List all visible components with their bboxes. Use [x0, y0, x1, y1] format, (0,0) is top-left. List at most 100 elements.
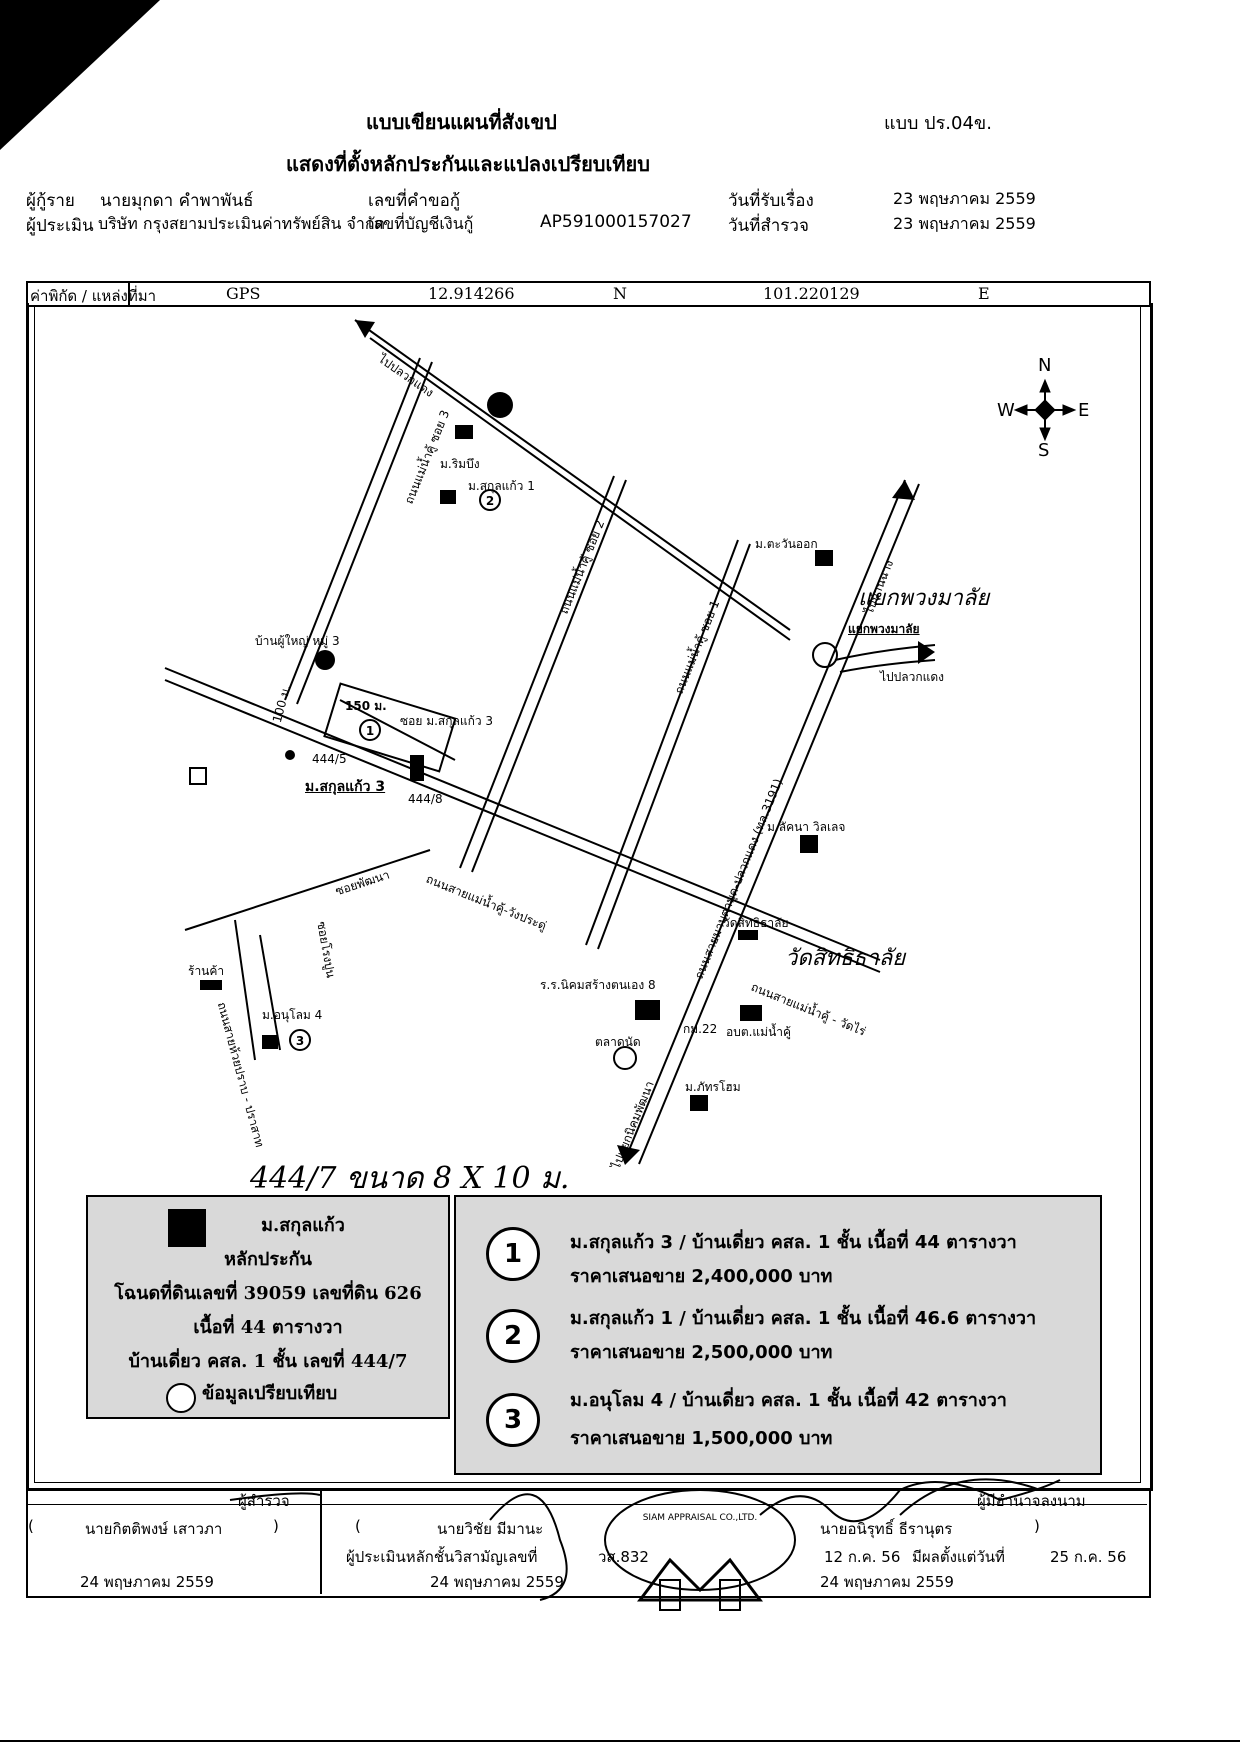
comp-1-line2: ราคาเสนอขาย 2,400,000 บาท: [570, 1266, 833, 1287]
comp-1-line1: ม.สกุลแก้ว 3 / บ้านเดี่ยว คสล. 1 ชั้น เน…: [570, 1232, 1017, 1253]
house-icon-phatra: [690, 1095, 708, 1111]
coord-lat: 12.914266: [428, 284, 515, 303]
label-plot-444-5: 444/5: [312, 752, 347, 766]
survey-date: 23 พฤษภาคม 2559: [893, 214, 1036, 233]
house-icon-anulohm: [262, 1035, 278, 1049]
scan-corner-mark: [0, 0, 160, 150]
request-no-label: เลขที่คำขอกู้: [368, 191, 461, 211]
compass-w: W: [997, 400, 1015, 421]
marker-100m: [285, 750, 295, 760]
compass-e: E: [1078, 400, 1090, 421]
handwritten-junction: แยกพวงมาลัย: [858, 586, 990, 611]
received-date-label: วันที่รับเรื่อง: [728, 191, 814, 211]
label-soi-sakul3: ซอย ม.สกุลแก้ว 3: [400, 714, 494, 728]
comp3-map-label: 3: [296, 1034, 304, 1048]
signer-name: นายอนิรุทธิ์ ธีรานุตร: [820, 1520, 953, 1538]
collateral-swatch: [168, 1209, 206, 1247]
house-icon-rimbueng: [455, 425, 473, 439]
form-code: แบบ ปร.04ข.: [884, 113, 992, 134]
label-m-phatra: ม.ภัทรโฮม: [685, 1080, 741, 1094]
coord-lon-dir: E: [978, 284, 990, 303]
road-huay: [234, 919, 256, 1061]
appraiser-license: วส.832: [598, 1548, 649, 1566]
comp-2-line2: ราคาเสนอขาย 2,500,000 บาท: [570, 1342, 833, 1363]
appraiser-date: 24 พฤษภาคม 2559: [430, 1573, 564, 1591]
legend-collateral-box: ม.สกุลแก้ว หลักประกัน โฉนดที่ดินเลขที่ 3…: [86, 1195, 450, 1419]
bottom-rule: [0, 1740, 1240, 1742]
borrower-name: นายมุกดา คำพาพันธ์: [100, 191, 254, 211]
square-mark: [189, 767, 207, 785]
road-soi2: [459, 475, 615, 869]
shop-icon: [200, 980, 222, 990]
comp2-map-label: 2: [486, 494, 494, 508]
collateral-plot-marker: [410, 755, 424, 781]
house-icon-tawan: [815, 550, 833, 566]
compass-rose: [1013, 378, 1077, 442]
comp2-map-circle: [479, 489, 501, 511]
borrower-label: ผู้กู้ราย: [26, 191, 75, 211]
house-icon-sakul1: [440, 490, 456, 504]
junction-circle: [812, 642, 838, 668]
comp-2-number: 2: [486, 1309, 540, 1363]
surveyor-paren-open: (: [28, 1517, 34, 1535]
school-icon: [635, 1000, 660, 1020]
account-no-label: เลขที่บัญชีเงินกู้: [368, 214, 474, 233]
label-plot-444-8: 444/8: [408, 792, 443, 806]
label-wat: วัดสิทธิธาลัย: [723, 916, 789, 930]
appraiser-company: บริษัท กรุงสยามประเมินค่าทรัพย์สิน จำกัด: [98, 214, 385, 233]
legend-collateral: หลักประกัน: [224, 1249, 312, 1270]
auth-date: 12 ก.ค. 56: [824, 1548, 901, 1566]
appraiser-paren-open: (: [355, 1517, 361, 1535]
compass-s: S: [1038, 440, 1050, 461]
account-no: AP591000157027: [540, 212, 692, 232]
comp-3-line1: ม.อนุโลม 4 / บ้านเดี่ยว คสล. 1 ชั้น เนื้…: [570, 1390, 1007, 1411]
comp-1-number: 1: [486, 1227, 540, 1281]
coord-lon: 101.220129: [763, 284, 860, 303]
appraiser-label: ผู้ประเมิน: [26, 216, 94, 236]
temple-icon: [738, 930, 758, 940]
label-dist-150: 150 ม.: [345, 699, 387, 713]
comp1-map-label: 1: [366, 724, 374, 738]
survey-date-label: วันที่สำรวจ: [728, 216, 809, 236]
page-title: แบบเขียนแผนที่สังเขป: [366, 110, 557, 134]
coord-source: GPS: [226, 284, 261, 303]
road-soi-phatthana: [184, 849, 431, 931]
surveyor-paren-close: ): [273, 1517, 279, 1535]
compass-n: N: [1038, 355, 1052, 376]
house-icon-lakhana: [800, 835, 818, 853]
legend-project: ม.สกุลแก้ว: [261, 1215, 345, 1236]
road-lower-diagonal: [164, 667, 881, 961]
legend-comparison: ข้อมูลเปรียบเทียบ: [202, 1383, 338, 1404]
label-m-anulohm: ม.อนุโลม 4: [262, 1008, 323, 1022]
label-m-rimbueng: ม.ริมบึง: [440, 457, 480, 471]
comp-3-number: 3: [486, 1393, 540, 1447]
signer-date: 24 พฤษภาคม 2559: [820, 1573, 954, 1591]
road-soi1: [585, 539, 739, 946]
label-yaek-phuang-malai: แยกพวงมาลัย: [848, 622, 920, 636]
road-soi3: [284, 357, 421, 701]
map-frame-inner: [34, 306, 1141, 1483]
label-m-lakhana: ม.ลัคนา วิลเลจ: [767, 820, 846, 834]
label-obt: อบต.แม่น้ำคู้: [726, 1025, 792, 1039]
stamp-text: SIAM APPRAISAL CO.,LTD.: [643, 1513, 758, 1523]
label-to-pluak-daeng-2: ไปปลวกแดง: [880, 670, 945, 684]
appraiser-name: นายวิชัย มีมานะ: [437, 1520, 544, 1538]
signer-role: ผู้มีอำนาจลงนาม: [977, 1492, 1086, 1510]
signature-section: [26, 1488, 1151, 1598]
market-icon: [613, 1046, 637, 1070]
label-shop: ร้านค้า: [188, 964, 225, 978]
legend-house: บ้านเดี่ยว คสล. 1 ชั้น เลขที่ 444/7: [128, 1351, 408, 1372]
obt-icon: [740, 1005, 762, 1021]
appraiser-role: ผู้ประเมินหลักชั้นวิสามัญเลขที่: [346, 1548, 538, 1566]
label-school: ร.ร.นิคมสร้างตนเอง 8: [540, 978, 656, 992]
landmark-top-marker: [487, 392, 513, 418]
signer-paren-close: ): [1034, 1517, 1040, 1535]
effective-label: มีผลตั้งแต่วันที่: [912, 1548, 1005, 1566]
label-m-sakul1: ม.สกุลแก้ว 1: [468, 479, 535, 493]
handwritten-plot-size: 444/7 ขนาด 8 X 10 ม.: [250, 1161, 570, 1196]
comp1-map-circle: [359, 719, 381, 741]
comparison-legend-circle: [166, 1383, 196, 1413]
coord-label: ค่าพิกัด / แหล่งที่มา: [30, 287, 157, 305]
